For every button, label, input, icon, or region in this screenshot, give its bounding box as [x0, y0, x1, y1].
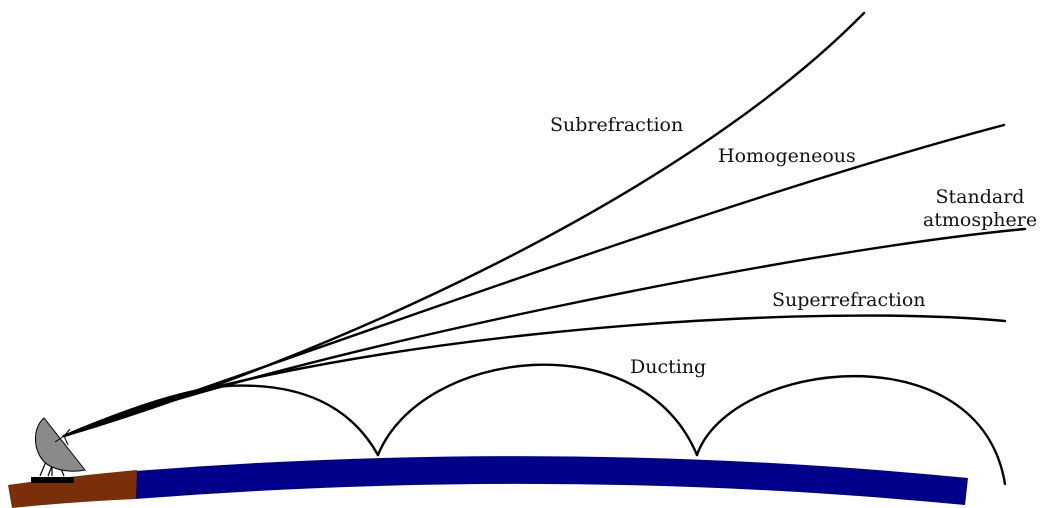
antenna-dish	[35, 418, 85, 471]
homogeneous-label: Homogeneous	[718, 145, 856, 167]
ducting-ray-bounce-2	[378, 365, 697, 455]
sea-surface	[135, 456, 968, 505]
superrefraction-label: Superrefraction	[772, 289, 926, 311]
ducting-ray-bounce-1	[226, 386, 378, 455]
standard-atmosphere-label-line1: Standard	[936, 186, 1025, 208]
ducting-label: Ducting	[630, 356, 706, 378]
subrefraction-label: Subrefraction	[550, 114, 683, 136]
subrefraction-ray	[64, 13, 864, 436]
standard-atmosphere-label-line2: atmosphere	[923, 209, 1037, 231]
antenna-base	[31, 477, 74, 483]
land-surface	[8, 470, 137, 508]
satellite-dish-icon	[31, 418, 85, 483]
